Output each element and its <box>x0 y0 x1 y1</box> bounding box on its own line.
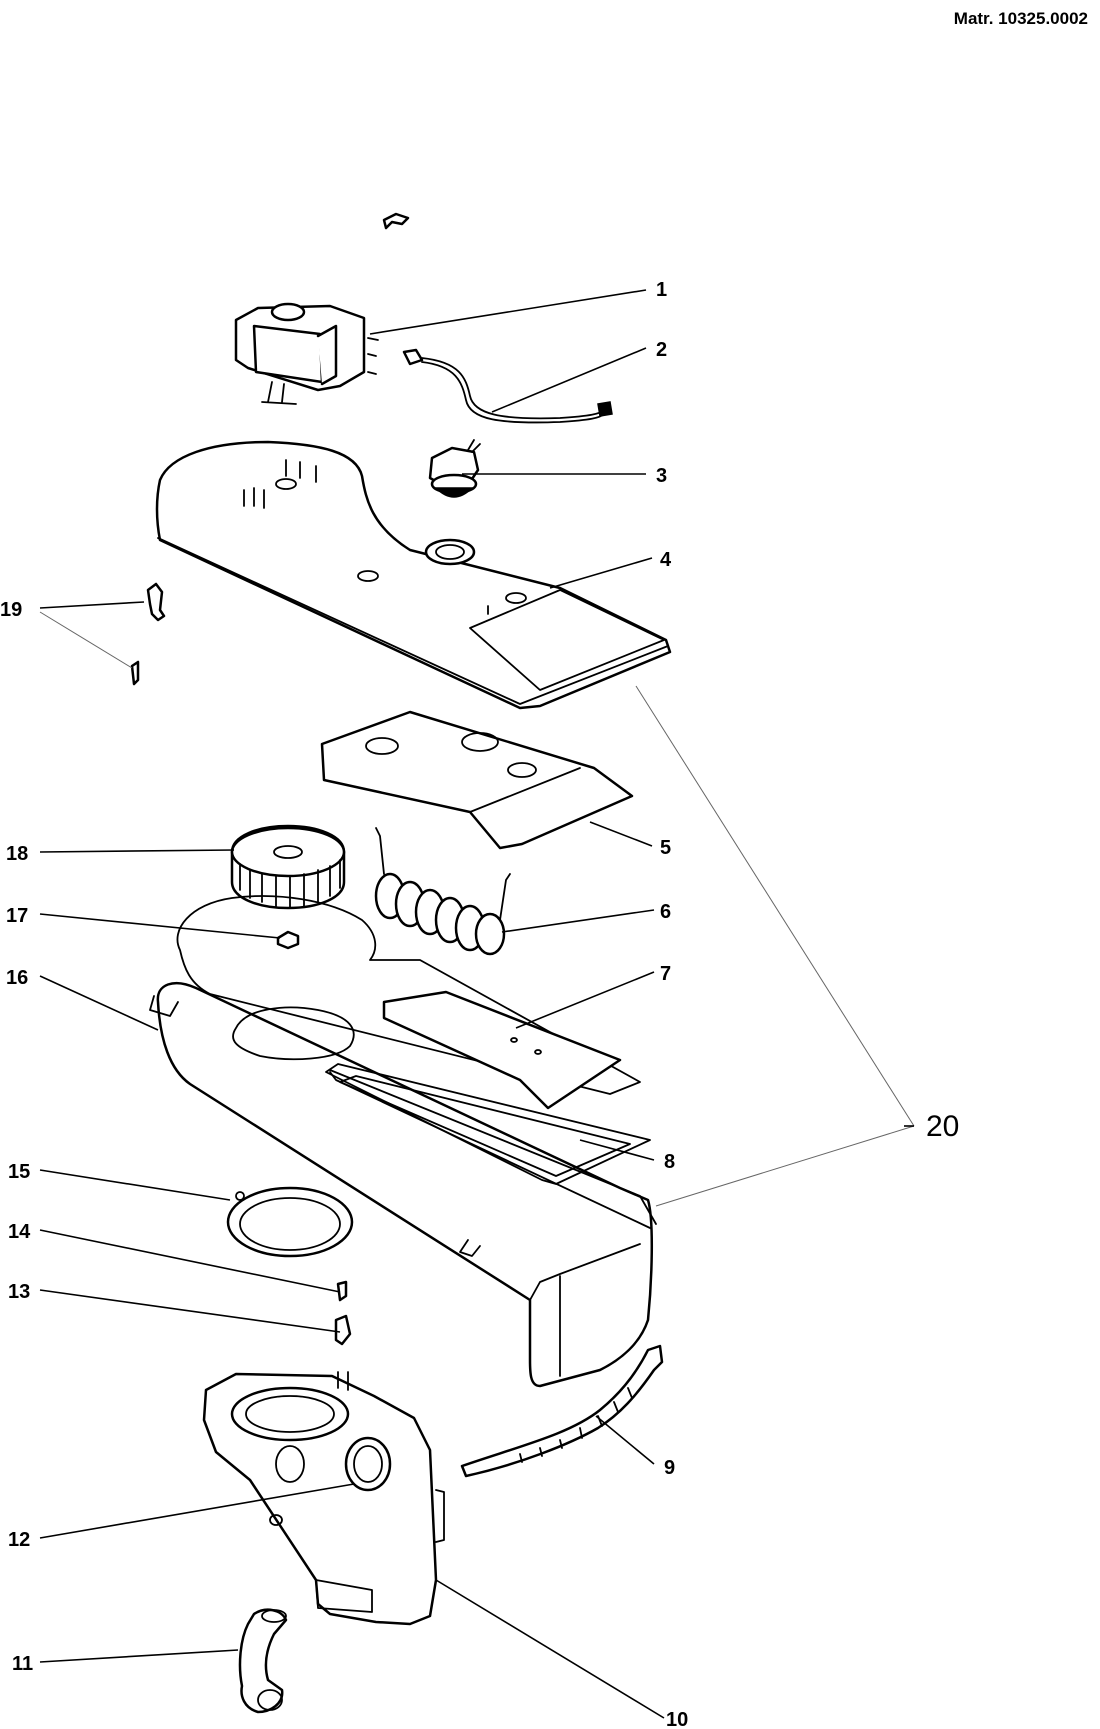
leader-lines <box>39 289 915 1719</box>
callout-15: 15 <box>8 1161 30 1183</box>
part-4-top-cover <box>155 440 672 710</box>
part-17-nut <box>276 930 300 950</box>
callout-5: 5 <box>660 837 671 859</box>
callout-9: 9 <box>664 1457 675 1479</box>
part-2-cable <box>402 348 613 424</box>
part-9-strap <box>460 1344 664 1478</box>
callout-2: 2 <box>656 339 667 361</box>
callout-16: 16 <box>6 967 28 989</box>
part-5-heater-cover <box>320 710 634 850</box>
callout-3: 3 <box>656 465 667 487</box>
callout-19: 19 <box>0 599 22 621</box>
callout-13: 13 <box>8 1281 30 1303</box>
part-12-lower-housing <box>202 1371 445 1626</box>
callout-18: 18 <box>6 843 28 865</box>
callout-14: 14 <box>8 1221 31 1243</box>
part-19-clip <box>130 582 166 686</box>
callout-6: 6 <box>660 901 671 923</box>
callout-11: 11 <box>12 1653 33 1675</box>
part-8-frame <box>325 1063 651 1185</box>
callout-labels: 1 2 3 4 5 6 7 8 9 10 11 12 13 14 15 16 1… <box>0 279 959 1729</box>
callout-17: 17 <box>6 905 28 927</box>
part-18-fan-wheel <box>230 824 346 910</box>
part-3-thermostat <box>428 439 481 498</box>
clip-part <box>382 212 410 230</box>
part-14-screw <box>336 1280 348 1302</box>
part-15-gasket-ring <box>226 1186 354 1258</box>
callout-20: 20 <box>926 1110 959 1143</box>
callout-10: 10 <box>666 1709 688 1729</box>
callout-12: 12 <box>8 1529 30 1551</box>
part-13-bolt <box>334 1314 352 1346</box>
part-11-hose-bend <box>238 1608 288 1714</box>
callout-1: 1 <box>656 279 667 301</box>
callout-4: 4 <box>660 549 672 571</box>
callout-8: 8 <box>664 1151 675 1173</box>
part-1-motor <box>234 302 379 405</box>
callout-7: 7 <box>660 963 671 985</box>
material-number: Matr. 10325.0002 <box>954 9 1088 28</box>
part-7-plate <box>382 990 622 1110</box>
part-6-heating-coil <box>374 827 511 956</box>
